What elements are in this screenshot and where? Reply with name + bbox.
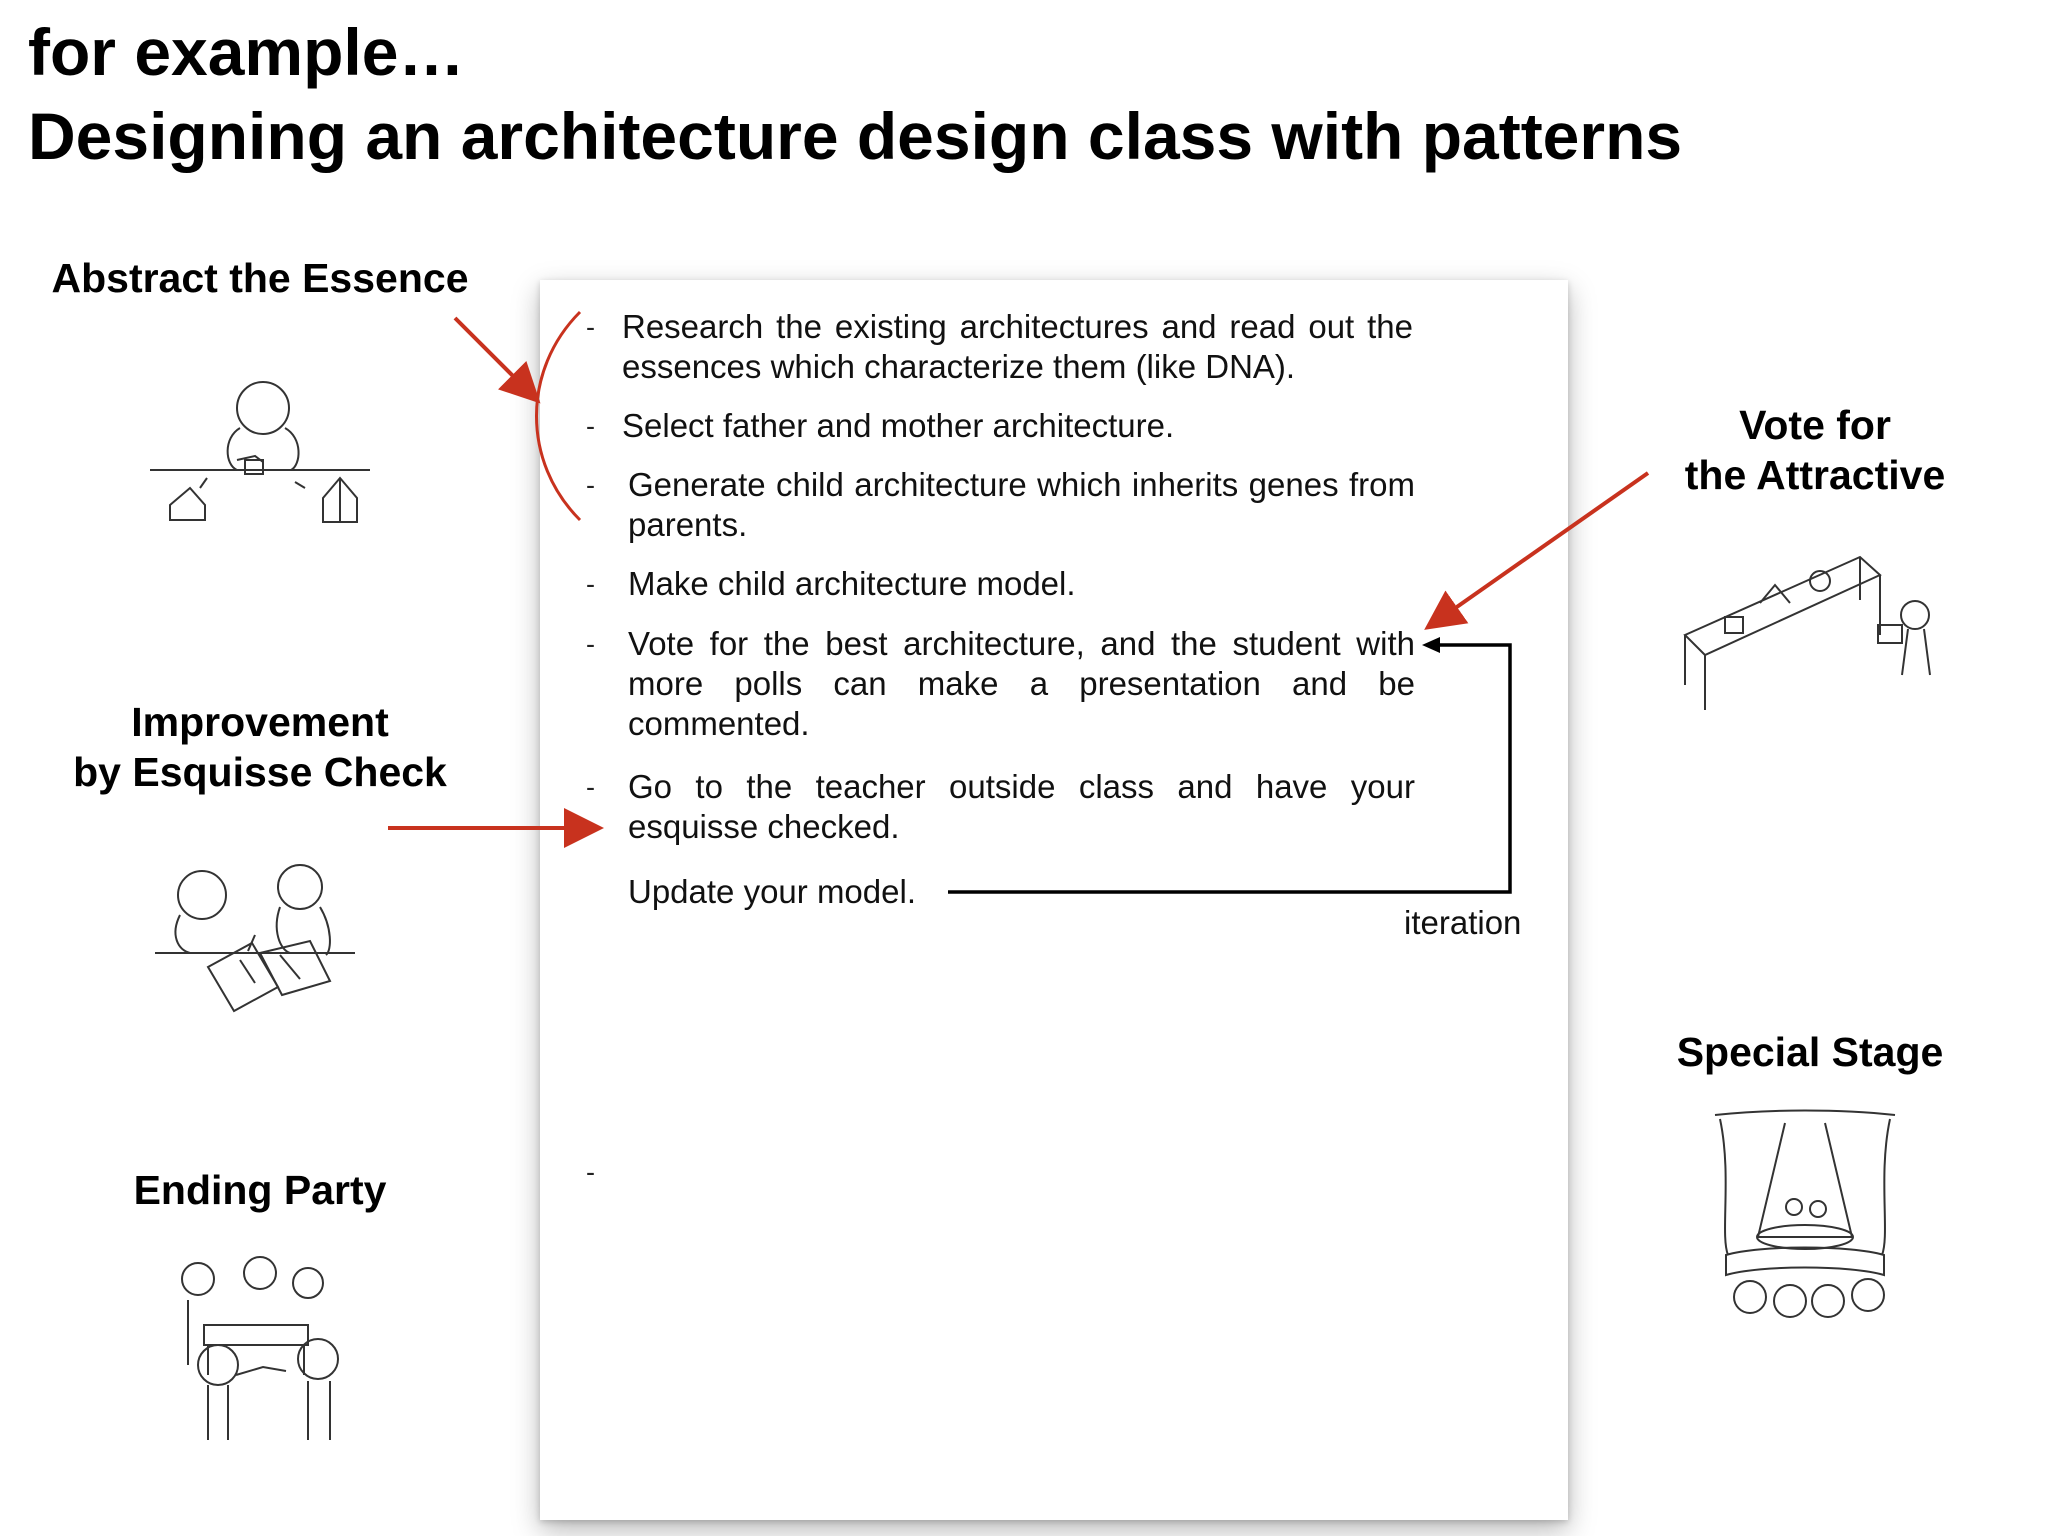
step-dash: - <box>586 772 595 802</box>
pattern-label-vote-line1: Vote for <box>1739 402 1891 448</box>
arrow-vote <box>1424 471 1650 630</box>
step-dash: - <box>586 470 595 500</box>
step-research: Research the existing architectures and … <box>622 308 1413 385</box>
people-consulting-sketch <box>155 864 355 1013</box>
iteration-label: iteration <box>1404 904 1522 941</box>
pattern-label-vote-line2: the Attractive <box>1684 452 1946 498</box>
person-at-table-sketch <box>150 381 370 523</box>
slide-title-line1: for example… <box>28 15 465 89</box>
voting-table-sketch <box>1683 555 1931 710</box>
step-esquisse-check: Go to the teacher outside class and have… <box>628 768 1415 845</box>
step-generate-child: Generate child architecture which inheri… <box>628 466 1415 543</box>
pattern-label-abstract-essence: Abstract the Essence <box>51 255 469 301</box>
iteration-loop-line <box>948 643 1512 894</box>
document-page: - Research the existing architectures an… <box>540 280 1568 1520</box>
essence-bracket <box>535 310 582 522</box>
step-dash: - <box>586 629 595 659</box>
pattern-label-ending-party: Ending Party <box>133 1167 387 1213</box>
step-dash: - <box>586 312 595 342</box>
pattern-label-improvement-line1: Improvement <box>131 699 389 745</box>
step-vote: Vote for the best architecture, and the … <box>628 625 1415 742</box>
step-dash: - <box>586 569 595 599</box>
pattern-label-vote: Vote for the Attractive <box>1615 400 2015 500</box>
step-update-model: Update your model. <box>628 873 916 910</box>
step-select-parents: Select father and mother architecture. <box>622 407 1175 444</box>
arrow-abstract-essence <box>453 316 541 404</box>
pattern-label-improvement-line2: by Esquisse Check <box>73 749 447 795</box>
theater-stage-sketch <box>1714 1109 1896 1318</box>
pattern-label-improvement: Improvement by Esquisse Check <box>20 697 500 797</box>
pattern-label-special-stage: Special Stage <box>1676 1029 1944 1075</box>
iteration-loop-arrowhead <box>1422 637 1440 653</box>
party-group-sketch <box>181 1256 339 1440</box>
slide-title-line2: Designing an architecture design class w… <box>28 99 1683 173</box>
step-dash: - <box>586 1157 595 1187</box>
step-make-model: Make child architecture model. <box>628 565 1076 602</box>
step-dash: - <box>586 411 595 441</box>
